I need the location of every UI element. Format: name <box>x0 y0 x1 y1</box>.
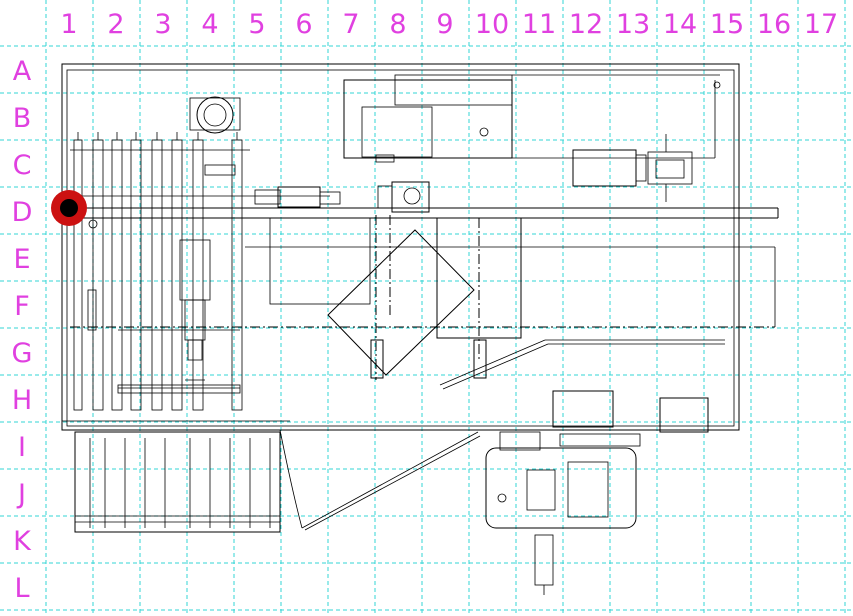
row-label: A <box>13 56 32 87</box>
row-label: H <box>12 385 32 416</box>
column-label: 12 <box>569 9 603 40</box>
machine-drawing <box>51 63 779 595</box>
column-label: 15 <box>710 9 744 40</box>
column-label: 3 <box>154 9 171 40</box>
upper-cabinet <box>343 79 513 159</box>
column-label: 14 <box>663 9 697 40</box>
column-label: 5 <box>248 9 265 40</box>
motor-round <box>189 96 241 134</box>
inner-frame <box>66 69 735 427</box>
row-label: D <box>12 197 33 228</box>
column-label: 17 <box>804 9 838 40</box>
roller-bank <box>73 132 243 411</box>
column-label: 9 <box>436 9 453 40</box>
column-label: 8 <box>389 9 406 40</box>
rotated-plate <box>327 229 475 376</box>
row-label: K <box>13 526 32 557</box>
column-label: 4 <box>201 9 218 40</box>
row-label: B <box>13 103 32 134</box>
row-label: I <box>18 432 26 463</box>
column-label: 13 <box>616 9 650 40</box>
gear-motor <box>572 149 637 187</box>
column-label: 6 <box>295 9 312 40</box>
row-label: C <box>13 150 32 181</box>
column-label: 7 <box>342 9 359 40</box>
row-label: F <box>14 291 30 322</box>
bottom-conveyor <box>74 431 281 533</box>
drive-unit <box>277 186 321 208</box>
bottom-machine <box>485 431 641 595</box>
column-label: 10 <box>475 9 509 40</box>
column-label: 11 <box>522 9 556 40</box>
row-label: E <box>13 244 30 275</box>
row-label: J <box>16 479 26 510</box>
row-label: L <box>14 573 29 604</box>
row-label: G <box>12 338 33 369</box>
column-label: 16 <box>757 9 791 40</box>
column-label: 1 <box>60 9 77 40</box>
column-label: 2 <box>107 9 124 40</box>
